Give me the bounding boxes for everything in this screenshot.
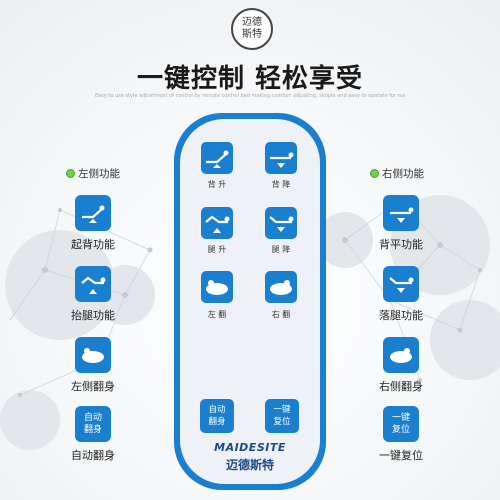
- turn-right-icon: [270, 280, 292, 298]
- right-leg-lower-button[interactable]: [383, 266, 419, 302]
- logo-line-2: 斯特: [242, 29, 262, 40]
- right-reset-line2: 复位: [391, 425, 410, 435]
- right-label-back-lower: 背平功能: [379, 238, 423, 251]
- right-label-turn-right: 右侧翻身: [379, 380, 423, 393]
- logo-line-1: 迈德: [242, 17, 262, 28]
- back-lower-icon: [270, 152, 294, 168]
- remote-brand-en: MAIDESITE: [214, 441, 286, 454]
- status-dot-icon: [370, 169, 379, 178]
- back-lower-icon: [390, 207, 414, 223]
- remote-auto-turn-line2: 翻身: [208, 417, 226, 427]
- remote-label-turn-right: 右 翻: [271, 310, 291, 319]
- left-label-turn-left: 左侧翻身: [71, 380, 115, 393]
- turn-right-icon: [390, 348, 412, 366]
- left-auto-turn-line1: 自动: [83, 413, 102, 423]
- left-turn-left-button[interactable]: [75, 337, 111, 373]
- remote-label-leg-lower: 腿 降: [271, 245, 291, 254]
- remote-reset-button[interactable]: 一键 复位: [265, 399, 299, 433]
- left-back-raise-button[interactable]: [75, 195, 111, 231]
- right-turn-right-button[interactable]: [383, 337, 419, 373]
- page-subline: Easy to use style adjustment of control …: [95, 93, 405, 99]
- leg-lower-icon: [389, 277, 414, 293]
- left-functions-title: 左侧功能: [66, 166, 120, 181]
- remote-auto-turn-line1: 自动: [208, 405, 226, 415]
- left-title-text: 左侧功能: [78, 168, 120, 180]
- remote-control: 背 升 背 降 腿 升 腿 降: [174, 113, 326, 490]
- remote-reset-line1: 一键: [273, 405, 291, 415]
- right-reset-button[interactable]: 一键 复位: [383, 406, 419, 442]
- leg-lower-icon: [269, 216, 294, 232]
- remote-face: 背 升 背 降 腿 升 腿 降: [180, 119, 320, 484]
- leg-raise-icon: [205, 215, 230, 233]
- remote-label-back-lower: 背 降: [271, 180, 291, 189]
- right-label-reset: 一键复位: [379, 449, 423, 462]
- back-raise-icon: [82, 205, 105, 223]
- brand-logo: 迈德 斯特: [231, 8, 273, 50]
- remote-label-back-raise: 背 升: [207, 180, 227, 189]
- left-auto-turn-line2: 翻身: [83, 425, 102, 435]
- right-back-lower-button[interactable]: [383, 195, 419, 231]
- remote-label-leg-raise: 腿 升: [207, 245, 227, 254]
- left-label-auto-turn: 自动翻身: [71, 449, 115, 462]
- right-functions-title: 右侧功能: [370, 166, 424, 181]
- back-raise-icon: [206, 150, 229, 168]
- left-auto-turn-button[interactable]: 自动 翻身: [75, 406, 111, 442]
- remote-turn-left-button[interactable]: [201, 271, 233, 303]
- left-label-leg-raise: 抬腿功能: [71, 309, 115, 322]
- remote-reset-line2: 复位: [273, 417, 291, 427]
- status-dot-icon: [66, 169, 75, 178]
- right-label-leg-lower: 落腿功能: [379, 309, 423, 322]
- remote-label-turn-left: 左 翻: [207, 310, 227, 319]
- remote-brand-cn: 迈德斯特: [225, 458, 274, 472]
- remote-back-lower-button[interactable]: [265, 142, 297, 174]
- turn-left-icon: [206, 280, 228, 298]
- remote-back-raise-button[interactable]: [201, 142, 233, 174]
- turn-left-icon: [82, 348, 104, 366]
- leg-raise-icon: [81, 276, 106, 294]
- remote-leg-lower-button[interactable]: [265, 207, 297, 239]
- left-label-back-raise: 起背功能: [71, 238, 115, 251]
- remote-auto-turn-button[interactable]: 自动 翻身: [200, 399, 234, 433]
- right-reset-line1: 一键: [391, 413, 410, 423]
- right-title-text: 右侧功能: [382, 168, 424, 180]
- remote-turn-right-button[interactable]: [265, 271, 297, 303]
- page-headline: 一键控制 轻松享受: [136, 64, 364, 94]
- remote-leg-raise-button[interactable]: [201, 207, 233, 239]
- left-leg-raise-button[interactable]: [75, 266, 111, 302]
